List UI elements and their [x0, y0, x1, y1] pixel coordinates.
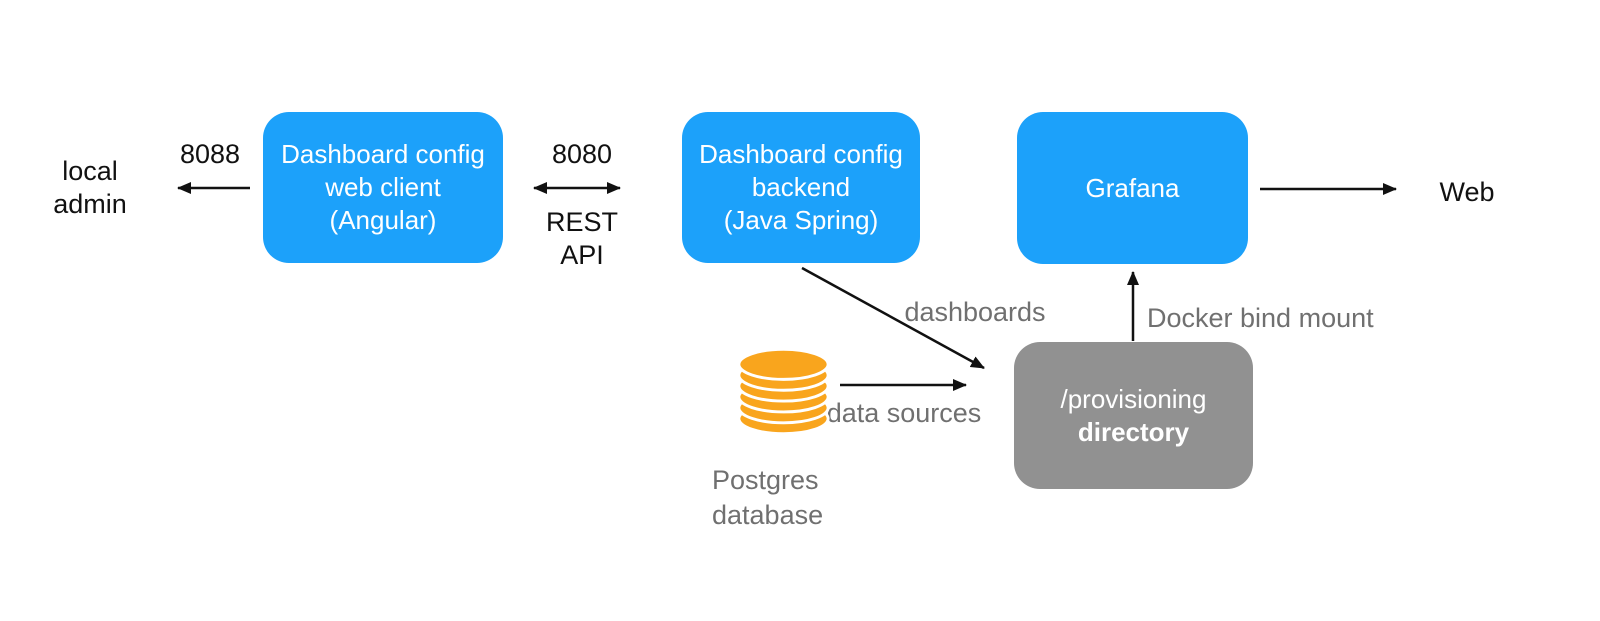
rest-api-label: REST API: [545, 207, 618, 270]
data-sources-edge-label: data sources: [826, 398, 982, 428]
node-grafana: Grafana: [1017, 112, 1248, 264]
local-admin-label: local admin: [53, 156, 127, 219]
node-backend: Dashboard config backend (Java Spring): [682, 112, 920, 263]
docker-bind-mount-edge-label: Docker bind mount: [1147, 303, 1374, 333]
database-cylinder-icon: [737, 347, 830, 436]
node-provisioning-directory: /provisioning directory: [1014, 342, 1253, 489]
port-8080-label: 8080: [551, 139, 613, 169]
node-web-client: Dashboard config web client (Angular): [263, 112, 503, 263]
postgres-database-label: Postgres database: [712, 465, 824, 530]
port-8088-label: 8088: [179, 139, 241, 169]
web-label: Web: [1439, 177, 1495, 207]
dashboards-edge-label: dashboards: [904, 297, 1046, 327]
